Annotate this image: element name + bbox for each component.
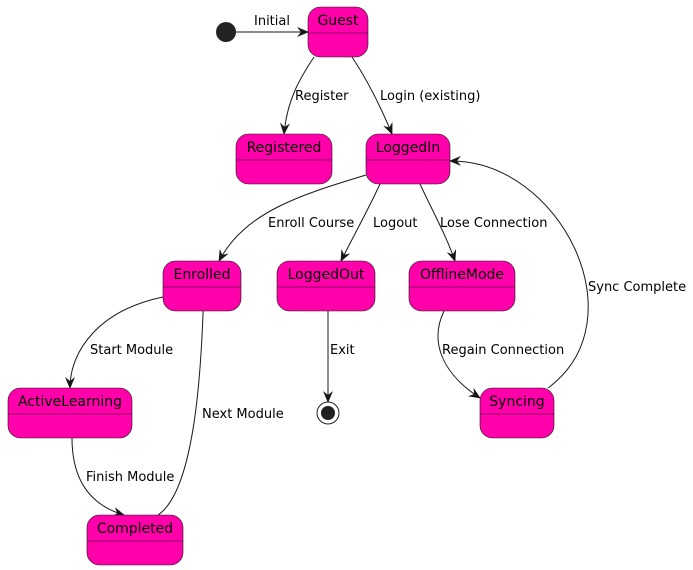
transition-label-loggedout-to-final: Exit [330,343,355,358]
state-label-enrolled: Enrolled [173,267,230,283]
state-loggedin: LoggedIn [365,133,451,185]
state-enrolled: Enrolled [162,260,242,312]
transition-arrow-loggedin-to-enrolled [218,174,367,262]
transition-label-loggedin-to-offlinemode: Lose Connection [440,216,547,231]
state-box-activelearning [7,387,133,439]
transition-arrow-loggedin-to-loggedout [340,183,381,262]
transition-arrow-syncing-to-loggedin [449,155,589,389]
state-guest: Guest [307,6,369,58]
state-syncing: Syncing [479,387,555,439]
state-label-syncing: Syncing [489,394,544,410]
final-state-marker [316,401,340,425]
transition-arrow-guest-to-loggedin [351,56,393,135]
transition-arrow-loggedin-to-offlinemode [419,183,457,262]
state-label-completed: Completed [97,521,173,537]
state-box-guest [307,6,369,58]
transition-arrow-offlinemode-to-syncing [437,310,481,399]
state-box-loggedin [365,133,451,185]
final-state-dot [321,406,335,420]
transition-label-offlinemode-to-syncing: Regain Connection [442,343,564,358]
transition-arrow-enrolled-to-activelearning [65,296,164,389]
state-box-completed [86,514,184,566]
state-box-offlinemode [408,260,516,312]
state-label-offlinemode: OfflineMode [420,267,504,283]
transition-label-guest-to-loggedin: Login (existing) [380,89,480,104]
transition-label-loggedin-to-enrolled: Enroll Course [268,216,354,231]
initial-state-dot [216,22,236,42]
transition-label-syncing-to-loggedin: Sync Complete [588,280,686,295]
transition-label-guest-to-registered: Register [295,89,349,104]
state-label-registered: Registered [247,140,322,156]
state-box-syncing [479,387,555,439]
state-activelearning: ActiveLearning [7,387,133,439]
state-label-loggedout: LoggedOut [288,267,365,283]
transition-arrow-completed-to-enrolled [157,280,209,516]
state-completed: Completed [86,514,184,566]
transition-label-enrolled-to-activelearning: Start Module [90,343,173,358]
transition-label-completed-to-enrolled: Next Module [202,407,284,422]
state-label-guest: Guest [317,13,359,29]
state-label-loggedin: LoggedIn [376,140,440,156]
transition-arrow-activelearning-to-completed [71,437,125,517]
state-box-enrolled [162,260,242,312]
state-box-loggedout [276,260,376,312]
transition-label-activelearning-to-completed: Finish Module [86,470,174,485]
transition-arrow-guest-to-registered [279,56,315,135]
state-loggedout: LoggedOut [276,260,376,312]
state-box-registered [235,133,333,185]
transition-label-initial-to-guest: Initial [254,14,290,29]
state-offlinemode: OfflineMode [408,260,516,312]
transitions-layer [65,27,589,517]
transition-label-loggedin-to-loggedout: Logout [373,216,418,231]
state-registered: Registered [235,133,333,185]
final-state-ring [316,401,340,425]
state-label-activelearning: ActiveLearning [18,394,122,410]
